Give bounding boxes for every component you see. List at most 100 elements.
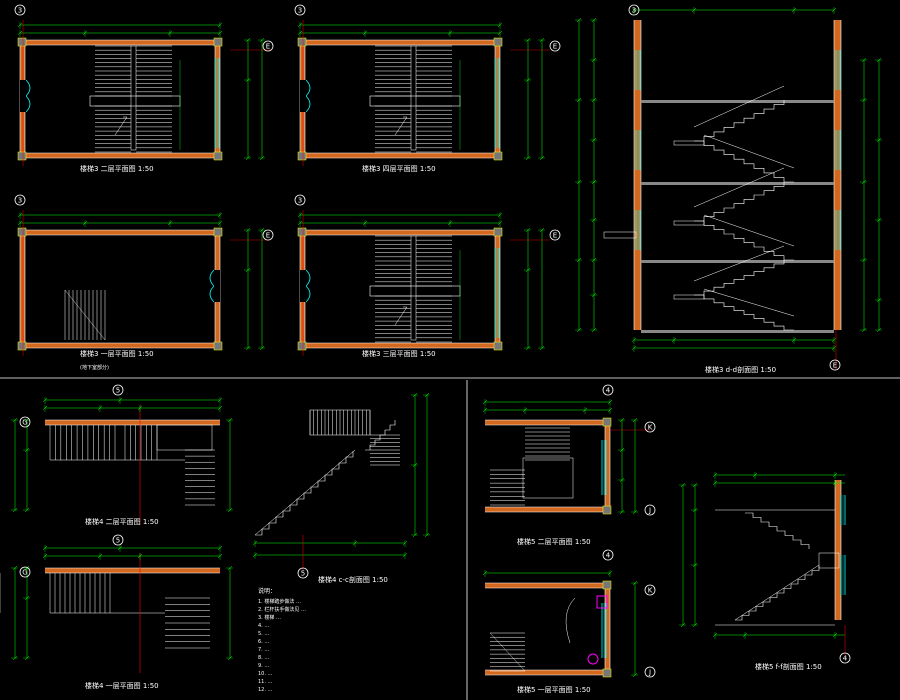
axis-bubble-label: G — [22, 419, 27, 427]
wall — [485, 420, 610, 425]
view-title-v3: 楼梯3 一层平面图 1:50 — [80, 349, 154, 358]
column — [18, 228, 26, 236]
fire-extinguisher-symbol — [587, 653, 599, 665]
axis-bubble: J — [644, 504, 656, 516]
axis-bubble: 3 — [14, 4, 26, 16]
wall — [20, 343, 220, 348]
column-outline — [297, 151, 307, 161]
axis-bubble: 3 — [294, 194, 306, 206]
wall — [834, 20, 841, 330]
view-title-v11: 楼梯5 f-f剖面图 1:50 — [755, 662, 822, 671]
view-title-v1: 楼梯3 二层平面图 1:50 — [80, 164, 154, 173]
note-line: 4. … — [258, 623, 269, 629]
note-line: 11. … — [258, 679, 273, 685]
note-line: 6. … — [258, 639, 269, 645]
stair-flight — [703, 141, 794, 183]
axis-bubble-label: 5 — [116, 387, 120, 395]
stair-arrow — [114, 116, 128, 136]
floor-slab — [641, 182, 834, 185]
column-outline — [602, 580, 612, 590]
column-outline — [493, 151, 503, 161]
note-line: 5. … — [258, 631, 269, 637]
column — [603, 669, 611, 677]
axis-bubble-label: 3 — [18, 7, 22, 15]
column — [214, 342, 222, 350]
landing — [818, 552, 840, 569]
column-outline — [17, 227, 27, 237]
axis-markers: 3 E 3 E 3 E 3 E 3 E 5 G 5 G 5 4 K J 4 K … — [14, 4, 851, 678]
axis-bubble: 4 — [839, 652, 851, 664]
column-outline — [213, 341, 223, 351]
axis-bubble-label: K — [648, 587, 653, 595]
column — [214, 228, 222, 236]
stair-arrow — [394, 116, 408, 136]
axis-bubble-label: E — [266, 232, 270, 240]
stair-landing — [369, 285, 461, 297]
column — [494, 152, 502, 160]
axis-bubble-label: 3 — [298, 7, 302, 15]
wall — [300, 343, 500, 348]
column — [603, 418, 611, 426]
axis-bubble-label: 4 — [843, 655, 848, 663]
view-title-v10: 楼梯5 一层平面图 1:50 — [517, 685, 591, 694]
column-outline — [17, 37, 27, 47]
column-outline — [297, 227, 307, 237]
column — [494, 342, 502, 350]
floor-slab — [641, 330, 834, 333]
axis-bubble-label: 3 — [298, 197, 302, 205]
column-outline — [297, 37, 307, 47]
door-swing — [209, 269, 215, 303]
wall — [300, 230, 500, 235]
stair-landing — [369, 95, 461, 107]
cad-line — [214, 270, 220, 302]
wall — [45, 420, 220, 425]
view-title-v5: 楼梯3 d-d剖面图 1:50 — [705, 365, 776, 374]
wall — [45, 568, 220, 573]
stair-flight — [745, 512, 810, 549]
stair-flight — [703, 295, 794, 331]
stair-railing — [693, 85, 785, 128]
column — [18, 342, 26, 350]
wall — [835, 480, 841, 620]
axis-bubble: G — [19, 416, 31, 428]
wall — [300, 40, 500, 45]
column-outline — [602, 668, 612, 678]
floor-slab — [641, 260, 834, 263]
landing — [156, 424, 213, 451]
wall — [485, 583, 610, 588]
column — [18, 38, 26, 46]
column-outline — [297, 341, 307, 351]
fire-hydrant-symbol — [596, 595, 608, 609]
notes-heading: 说明： — [258, 587, 276, 595]
landing — [673, 294, 705, 300]
column — [603, 506, 611, 514]
column-outline — [17, 341, 27, 351]
column — [298, 228, 306, 236]
stair-railing — [703, 214, 795, 247]
view-note-v3: (地下室部分) — [80, 364, 109, 371]
axis-bubble: E — [549, 40, 561, 52]
axis-bubble-label: 3 — [18, 197, 22, 205]
column — [298, 342, 306, 350]
wall — [495, 230, 500, 348]
note-line: 7. … — [258, 647, 269, 653]
cad-line — [300, 270, 306, 302]
note-line: 10. … — [258, 671, 273, 677]
wall — [495, 40, 500, 158]
wall — [20, 230, 220, 235]
view-title-v4: 楼梯3 三层平面图 1:50 — [362, 349, 436, 358]
axis-bubble: E — [262, 229, 274, 241]
column-outline — [493, 37, 503, 47]
axis-bubble: 3 — [628, 4, 640, 16]
note-line: 3. 楼梯 … — [258, 614, 281, 621]
door-swing — [25, 79, 31, 113]
stair-well — [130, 45, 137, 151]
column — [494, 228, 502, 236]
axis-bubble: J — [644, 666, 656, 678]
stair-railing — [693, 167, 785, 208]
axis-bubble: 5 — [112, 384, 124, 396]
axis-bubble-label: 5 — [116, 537, 120, 545]
axis-bubble-label: J — [648, 669, 651, 677]
stair-flight — [703, 221, 794, 261]
